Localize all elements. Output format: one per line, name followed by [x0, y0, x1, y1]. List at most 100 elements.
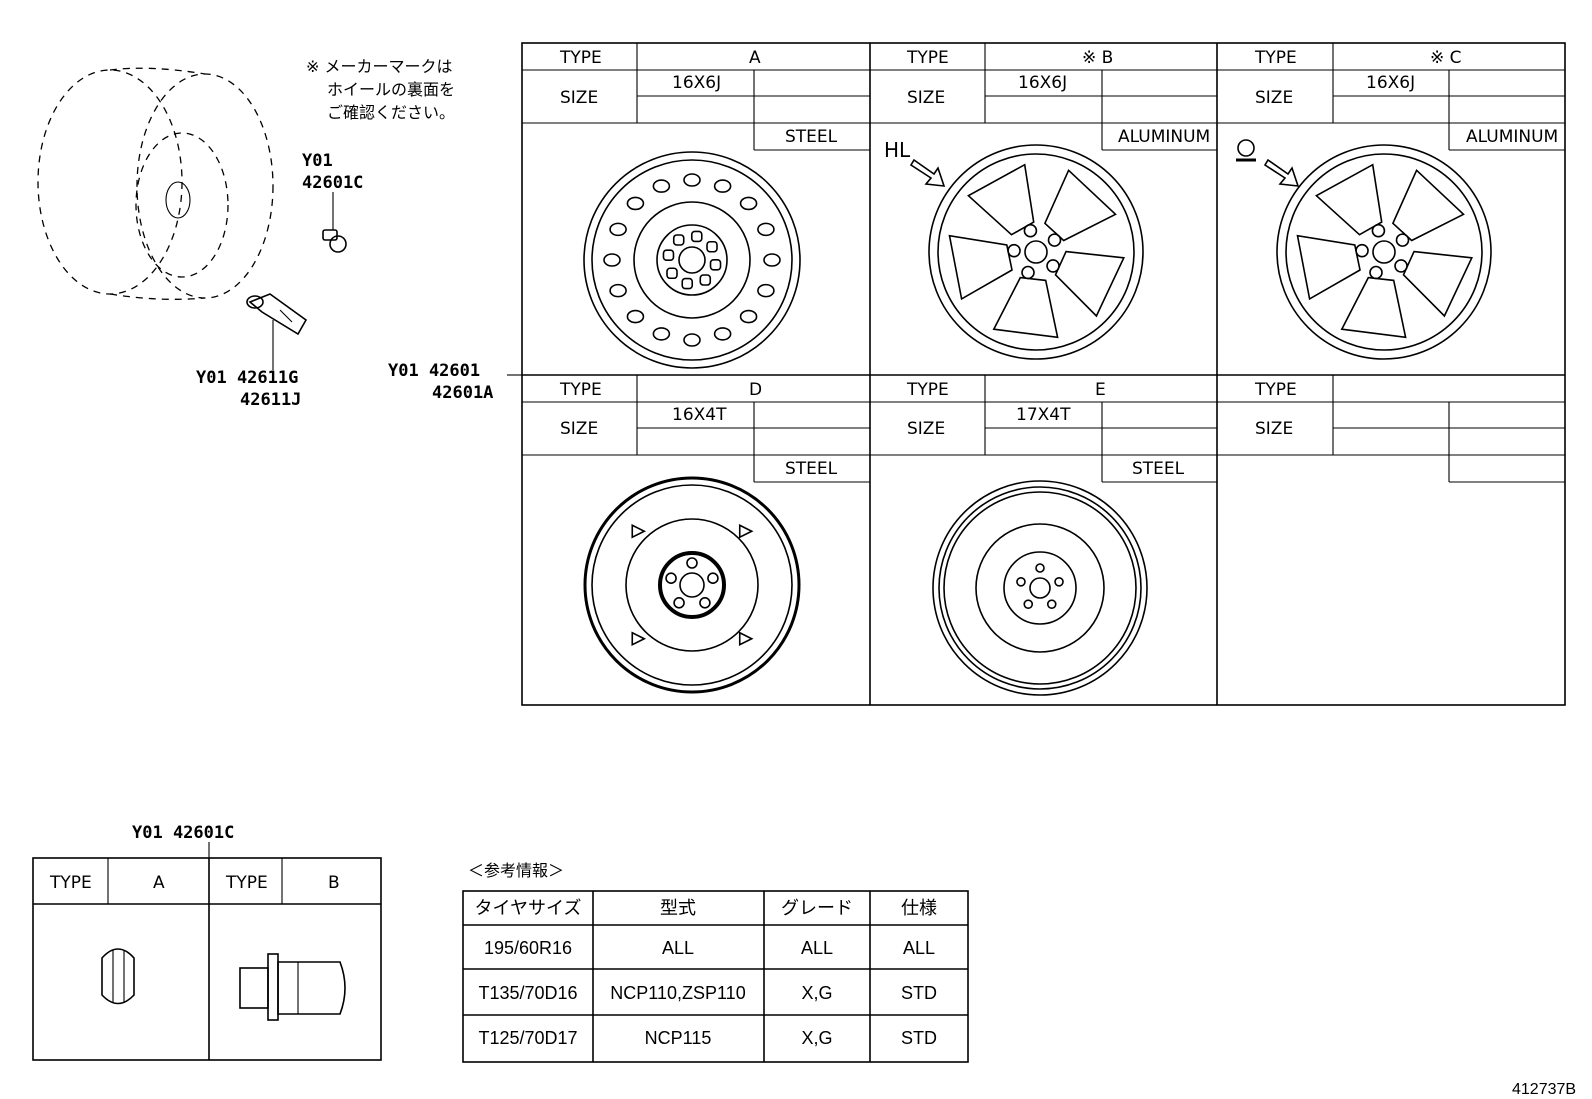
vent-hole — [603, 253, 621, 267]
panel-d-size-value: 16X4T — [672, 405, 727, 425]
vent-hole — [609, 222, 627, 237]
arrow-icon — [1263, 158, 1300, 187]
panel-a: TYPE A SIZE 16X6J STEEL — [522, 43, 870, 369]
panel-c-type-label: TYPE — [1254, 48, 1297, 68]
ref-header-tire-size: タイヤサイズ — [475, 898, 582, 918]
vent-hole — [757, 283, 775, 298]
nut-type-label-b: TYPE — [225, 873, 268, 893]
lug-hole — [1046, 259, 1060, 273]
panel-d-material: STEEL — [785, 459, 838, 479]
aluminum-wheel-b-drawing — [928, 144, 1144, 360]
spoke-window — [967, 163, 1035, 236]
cap-code-42601c: 42601C — [302, 173, 363, 193]
vent-hole — [757, 222, 775, 237]
vent-hole — [683, 173, 701, 187]
ref-cell: STD — [901, 983, 937, 1003]
nut-type-a-value: A — [153, 873, 165, 893]
spoke-window — [948, 234, 1013, 301]
ref-cell: T125/70D17 — [478, 1028, 577, 1048]
ref-cell: ALL — [662, 938, 694, 958]
panel-f-size-label: SIZE — [1255, 419, 1293, 439]
vent-hole — [713, 179, 732, 193]
lug-hole — [699, 274, 712, 286]
lug-hole — [662, 249, 675, 262]
panel-b-marker: HL — [884, 138, 911, 162]
panel-c-size-value: 16X6J — [1366, 73, 1415, 93]
ref-cell: T135/70D16 — [478, 983, 577, 1003]
panel-e-type-value: E — [1095, 380, 1106, 400]
panel-e: TYPE E SIZE 17X4T STEEL — [870, 375, 1217, 696]
spoke-window — [1402, 250, 1474, 318]
aluminum-wheel-c-drawing — [1276, 144, 1492, 360]
lug-hole — [673, 596, 685, 609]
diagram-id: 412737B — [1512, 1081, 1576, 1098]
panel-f-type-label: TYPE — [1254, 380, 1297, 400]
panel-a-type-label: TYPE — [559, 48, 602, 68]
lug-hole — [1355, 243, 1369, 258]
maker-note-line2: ホイールの裏面を — [327, 80, 455, 99]
vent-hole — [763, 253, 781, 267]
valve-code-line1: Y01 42611G — [196, 368, 298, 388]
spoke-window — [1391, 168, 1465, 242]
nut-code-label: Y01 42601C — [132, 823, 234, 843]
panel-a-type-value: A — [749, 48, 761, 68]
spoke-window — [1340, 276, 1407, 339]
ref-header-spec: 仕様 — [901, 898, 937, 918]
lug-hole — [1369, 265, 1383, 280]
panel-c-size-label: SIZE — [1255, 88, 1293, 108]
panel-b-size-value: 16X6J — [1018, 73, 1067, 93]
panel-a-size-label: SIZE — [560, 88, 598, 108]
vent-hole — [626, 196, 645, 211]
lug-hole — [1035, 563, 1045, 573]
vent-triangle — [738, 631, 754, 647]
maker-note-line3: ご確認ください。 — [327, 103, 455, 122]
wheel-type-grid — [521, 42, 1566, 706]
cap-code-y01: Y01 — [302, 151, 333, 171]
lug-hole — [666, 267, 678, 280]
wheel-code-line1: Y01 42601 — [388, 361, 480, 381]
vent-hole — [652, 179, 671, 193]
lug-hole — [706, 240, 718, 253]
spoke-window — [1315, 163, 1383, 236]
panel-e-size-value: 17X4T — [1016, 405, 1071, 425]
nut-type-b-value: B — [328, 873, 340, 893]
lug-hole — [1395, 233, 1410, 247]
vent-hole — [713, 327, 732, 341]
lug-hole — [672, 234, 685, 246]
panel-a-size-value: 16X6J — [672, 73, 721, 93]
ref-cell: NCP110,ZSP110 — [610, 983, 745, 1003]
vent-triangle — [631, 631, 647, 647]
lug-hole — [1046, 599, 1057, 609]
panel-b-type-label: TYPE — [906, 48, 949, 68]
spare-wheel-d-drawing — [583, 476, 801, 694]
ref-cell: 195/60R16 — [484, 938, 572, 958]
panel-d-size-label: SIZE — [560, 419, 598, 439]
lug-hole — [1047, 233, 1062, 247]
lug-hole — [1021, 265, 1035, 280]
vent-hole — [683, 333, 701, 347]
ref-cell: STD — [901, 1028, 937, 1048]
ref-cell: X,G — [801, 1028, 832, 1048]
lug-hole — [707, 572, 719, 585]
panel-f: TYPE SIZE — [1217, 375, 1565, 483]
ref-cell: ALL — [903, 938, 935, 958]
lug-hole — [1394, 259, 1408, 273]
vent-hole — [739, 309, 758, 324]
ref-cell: ALL — [801, 938, 833, 958]
lug-hole — [709, 258, 722, 271]
hub-nut-table: TYPE A TYPE B — [32, 857, 382, 1061]
steel-wheel-a-drawing — [583, 151, 801, 369]
panel-b-material: ALUMINUM — [1118, 127, 1210, 147]
maker-note-line1: ※ メーカーマークは — [306, 57, 453, 76]
lug-hole — [1054, 577, 1064, 587]
vent-hole — [626, 309, 645, 324]
ref-info-title: ＜参考情報＞ — [468, 861, 564, 880]
vent-triangle — [631, 523, 647, 539]
ref-info-table: タイヤサイズ 型式 グレード 仕様 195/60R16 ALL ALL ALL … — [462, 890, 969, 1063]
spoke-window — [1296, 234, 1361, 301]
panel-d: TYPE D SIZE 16X4T STEEL — [522, 375, 870, 694]
panel-d-type-value: D — [749, 380, 762, 400]
lug-hole — [1023, 223, 1038, 238]
valve-stem-icon — [246, 293, 308, 336]
